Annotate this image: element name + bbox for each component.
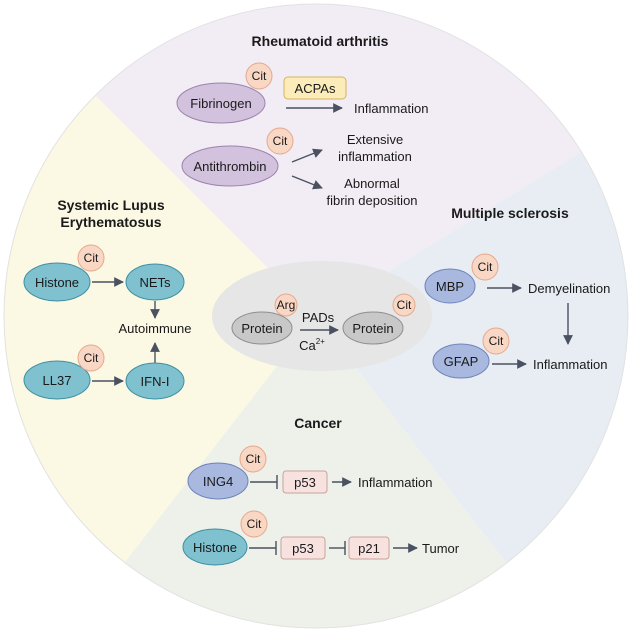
ms-inflammation-label: Inflammation <box>533 357 607 372</box>
gfap-node <box>432 343 490 379</box>
arg-label: Arg <box>277 298 296 312</box>
sle-histone-node <box>23 262 91 302</box>
outer-circle <box>3 3 629 629</box>
center-cit-badge <box>392 293 416 317</box>
ll37-cit-label: Cit <box>84 351 99 365</box>
sle-histone-cit-badge <box>77 244 105 272</box>
nets-label: NETs <box>139 275 171 290</box>
abnormal-line1: Abnormal <box>344 176 400 191</box>
ifn-node <box>125 362 185 400</box>
cancer-histone-label: Histone <box>193 540 237 555</box>
abnormal-line2: fibrin deposition <box>326 193 417 208</box>
autoimmune-label: Autoimmune <box>119 321 192 336</box>
cancer-p53-label-b: p53 <box>292 541 314 556</box>
fibrinogen-cit-label: Cit <box>252 69 267 83</box>
gfap-label: GFAP <box>444 354 479 369</box>
ra-title: Rheumatoid arthritis <box>252 33 389 49</box>
fibrinogen-node <box>176 82 266 124</box>
antithrombin-label: Antithrombin <box>194 159 267 174</box>
protein-right-node <box>342 311 404 345</box>
abnormal-arrow <box>291 175 323 190</box>
fibrinogen-cit-badge <box>245 62 273 90</box>
cancer-inflammation-label: Inflammation <box>358 475 432 490</box>
cancer-histone-cit-label: Cit <box>247 517 262 531</box>
gfap-cit-badge <box>482 327 510 355</box>
ing4-node <box>187 462 249 500</box>
cancer-title: Cancer <box>294 415 342 431</box>
pads-label: PADs <box>302 310 335 325</box>
antithrombin-node <box>181 145 279 187</box>
cancer-p53-box-a <box>282 470 328 494</box>
antithrombin-cit-badge <box>266 127 294 155</box>
ra-inflammation-label: Inflammation <box>354 101 428 116</box>
p21-box <box>348 536 390 560</box>
cancer-histone-node <box>182 528 248 566</box>
acpas-box <box>283 76 347 100</box>
acpas-label: ACPAs <box>295 81 336 96</box>
protein-right-label: Protein <box>352 321 393 336</box>
nets-node <box>125 263 185 301</box>
ll37-node <box>23 360 91 400</box>
sle-histone-cit-label: Cit <box>84 251 99 265</box>
sle-title-line2: Erythematosus <box>60 214 161 230</box>
center-cit-label: Cit <box>397 298 412 312</box>
gfap-cit-label: Cit <box>489 334 504 348</box>
antithrombin-cit-label: Cit <box>273 134 288 148</box>
ra-sector <box>4 4 628 316</box>
ll37-label: LL37 <box>43 373 72 388</box>
ms-sector <box>316 120 628 628</box>
protein-left-label: Protein <box>241 321 282 336</box>
sle-title-line1: Systemic Lupus <box>57 197 165 213</box>
mbp-cit-label: Cit <box>478 260 493 274</box>
ca-label: Ca2+ <box>299 337 325 353</box>
sle-histone-label: Histone <box>35 275 79 290</box>
p21-label: p21 <box>358 541 380 556</box>
ing4-label: ING4 <box>203 474 233 489</box>
extensive-line1: Extensive <box>347 132 403 147</box>
extensive-arrow <box>291 148 323 163</box>
ifn-label: IFN-I <box>141 374 170 389</box>
ing4-cit-label: Cit <box>246 452 261 466</box>
ms-title: Multiple sclerosis <box>451 205 569 221</box>
tumor-label: Tumor <box>422 541 460 556</box>
demyelination-label: Demyelination <box>528 281 610 296</box>
ing4-cit-badge <box>239 445 267 473</box>
mbp-label: MBP <box>436 279 464 294</box>
extensive-line2: inflammation <box>338 149 412 164</box>
cancer-p53-box-b <box>280 536 326 560</box>
protein-left-node <box>231 311 293 345</box>
mbp-cit-badge <box>471 253 499 281</box>
arg-badge <box>274 293 298 317</box>
ll37-cit-badge <box>77 344 105 372</box>
fibrinogen-label: Fibrinogen <box>190 96 251 111</box>
mbp-node <box>424 268 476 304</box>
cancer-histone-cit-badge <box>240 510 268 538</box>
cancer-p53-label-a: p53 <box>294 475 316 490</box>
